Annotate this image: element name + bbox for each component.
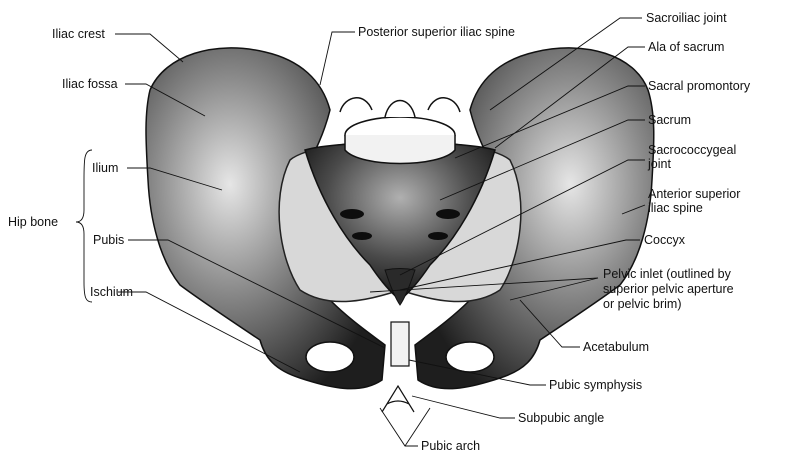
label-iliac-crest: Iliac crest xyxy=(52,27,105,41)
label-sacrococcygeal-joint-1: Sacrococcygeal xyxy=(648,143,736,157)
spinous-process xyxy=(385,101,415,118)
label-sacrum: Sacrum xyxy=(648,113,691,127)
hip-bone-bracket xyxy=(76,150,92,302)
sacral-foramen xyxy=(436,209,460,219)
vertebral-body-side xyxy=(345,135,455,164)
label-hip-bone: Hip bone xyxy=(8,215,58,229)
sacral-foramen xyxy=(352,232,372,240)
label-coccyx: Coccyx xyxy=(644,233,685,247)
label-acetabulum: Acetabulum xyxy=(583,340,649,354)
label-ischium: Ischium xyxy=(90,285,133,299)
label-ala-of-sacrum: Ala of sacrum xyxy=(648,40,724,54)
label-pelvic-inlet-2: superior pelvic aperture xyxy=(603,282,734,296)
leader-subpubic-angle xyxy=(412,396,515,418)
label-pelvic-inlet-1: Pelvic inlet (outlined by xyxy=(603,267,731,281)
label-anterior-superior-iliac-spine-1: Anterior superior xyxy=(648,187,740,201)
leader-posterior-superior-iliac-spine xyxy=(320,32,355,85)
label-sacroiliac-joint: Sacroiliac joint xyxy=(646,11,727,25)
label-subpubic-angle: Subpubic angle xyxy=(518,411,604,425)
articular-process-right xyxy=(428,98,460,112)
label-iliac-fossa: Iliac fossa xyxy=(62,77,118,91)
sacral-foramen xyxy=(340,209,364,219)
leader-iliac-crest xyxy=(115,34,183,62)
label-pubis: Pubis xyxy=(93,233,124,247)
subpubic-angle-mark xyxy=(382,386,414,412)
label-posterior-superior-iliac-spine: Posterior superior iliac spine xyxy=(358,25,515,39)
label-pelvic-inlet-3: or pelvic brim) xyxy=(603,297,682,311)
pubic-symphysis xyxy=(391,322,409,366)
label-pubic-symphysis: Pubic symphysis xyxy=(549,378,642,392)
obturator-foramen-right xyxy=(446,342,494,372)
label-ilium: Ilium xyxy=(92,161,118,175)
articular-process-left xyxy=(340,98,372,112)
label-sacral-promontory: Sacral promontory xyxy=(648,79,750,93)
sacral-foramen xyxy=(428,232,448,240)
label-sacrococcygeal-joint-2: joint xyxy=(648,157,671,171)
label-pubic-arch: Pubic arch xyxy=(421,439,480,453)
label-anterior-superior-iliac-spine-2: iliac spine xyxy=(648,201,703,215)
obturator-foramen-left xyxy=(306,342,354,372)
